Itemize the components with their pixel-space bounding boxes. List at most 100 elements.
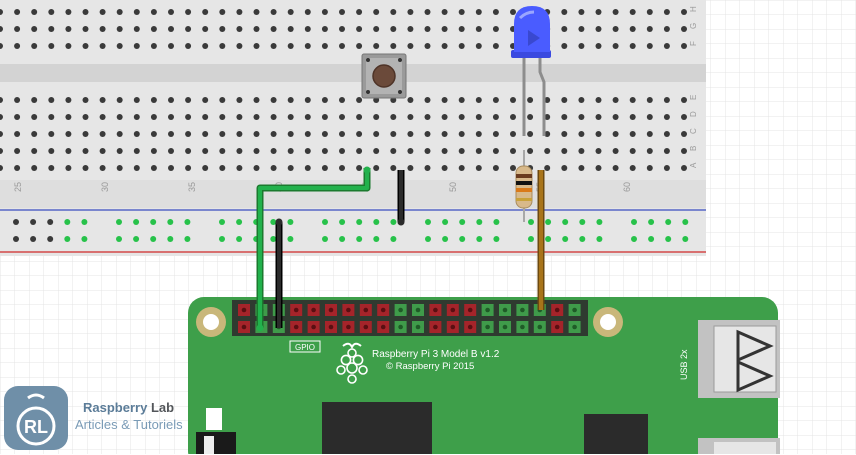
breadboard-hole [629, 131, 636, 137]
gpio-pin-hole [520, 324, 525, 330]
gpio-pin-hole [467, 324, 473, 330]
breadboard-hole [14, 9, 21, 15]
breadboard-hole [321, 26, 328, 32]
breadboard-hole [441, 43, 448, 49]
breadboard-hole [116, 114, 123, 120]
breadboard-hole [185, 148, 192, 154]
breadboard-hole [304, 131, 311, 137]
breadboard-hole [612, 97, 619, 103]
breadboard-hole [458, 9, 465, 15]
breadboard-hole [492, 114, 499, 120]
breadboard-hole [612, 114, 619, 120]
breadboard-hole [407, 131, 414, 137]
breadboard-hole [185, 43, 192, 49]
breadboard-hole [373, 131, 380, 137]
breadboard-hole [441, 97, 448, 103]
breadboard-hole [14, 165, 21, 171]
breadboard-hole [133, 26, 140, 32]
breadboard-hole [236, 165, 243, 171]
gpio-pin-hole [485, 324, 490, 330]
breadboard-hole [561, 9, 568, 15]
breadboard-hole [82, 131, 89, 137]
breadboard-hole [544, 114, 551, 120]
breadboard-hole [219, 114, 226, 120]
breadboard-hole [629, 9, 636, 15]
brand-name: Raspberry Lab [83, 400, 174, 415]
breadboard-hole [202, 131, 209, 137]
rail-hole [236, 236, 243, 242]
rail-hole [150, 219, 157, 225]
breadboard-hole [527, 97, 534, 103]
breadboard-hole [458, 114, 465, 120]
breadboard-hole [595, 97, 602, 103]
rail-hole [528, 236, 534, 242]
breadboard-hole [356, 131, 363, 137]
breadboard-hole [510, 131, 516, 137]
breadboard-hole [48, 148, 55, 154]
breadboard-hole [270, 131, 277, 137]
rail-hole [322, 236, 328, 242]
rail-hole [682, 236, 689, 242]
breadboard-hole [168, 165, 174, 171]
breadboard-hole [492, 9, 499, 15]
row-letter: A [689, 162, 698, 168]
rail-hole [81, 219, 88, 225]
gpio-pin-hole [241, 324, 247, 330]
breadboard-hole [0, 131, 3, 137]
breadboard-hole [270, 97, 277, 103]
gpio-pin-hole [328, 324, 334, 330]
processor-chip [322, 402, 432, 454]
breadboard-hole [612, 9, 619, 15]
breadboard-hole [646, 148, 653, 154]
breadboard-hole [510, 114, 516, 120]
logo-badge-icon: RL [4, 386, 68, 450]
rail-hole [459, 236, 466, 242]
breadboard-hole [492, 43, 499, 49]
rail-hole [167, 236, 174, 242]
rail-hole [665, 219, 672, 225]
gpio-pin-hole [398, 307, 403, 313]
column-number: 30 [100, 182, 110, 192]
breadboard-hole [339, 165, 345, 171]
rail-hole [648, 219, 655, 225]
rail-hole [665, 236, 672, 242]
breadboard-hole [612, 165, 619, 171]
breadboard-hole [133, 97, 140, 103]
breadboard-hole [116, 97, 123, 103]
breadboard-hole [99, 43, 106, 49]
rail-hole [528, 219, 534, 225]
breadboard-hole [407, 165, 414, 171]
rail-hole [287, 236, 294, 242]
breadboard-hole [492, 131, 499, 137]
breadboard-hole [475, 43, 482, 49]
breadboard-hole [407, 43, 414, 49]
breadboard-hole [595, 43, 602, 49]
breadboard-hole [236, 43, 243, 49]
row-letter: B [689, 146, 698, 151]
breadboard-hole [578, 97, 585, 103]
breadboard-hole [304, 26, 311, 32]
breadboard-hole [82, 165, 89, 171]
rail-hole [596, 219, 603, 225]
gpio-pin-hole [415, 324, 421, 330]
breadboard-hole [629, 114, 636, 120]
rail-hole [390, 236, 397, 242]
breadboard-hole [219, 131, 226, 137]
breadboard-hole [407, 26, 414, 32]
breadboard-hole [475, 114, 482, 120]
breadboard-hole [133, 9, 140, 15]
breadboard-hole [424, 43, 431, 49]
gpio-pin-hole [328, 307, 334, 313]
breadboard-hole [202, 97, 209, 103]
rail-hole [493, 236, 500, 242]
breadboard-hole [236, 148, 243, 154]
breadboard-hole [150, 26, 157, 32]
breadboard-hole [424, 97, 431, 103]
breadboard-hole [48, 97, 55, 103]
breadboard-hole [82, 43, 89, 49]
breadboard-hole [185, 9, 192, 15]
breadboard-hole [407, 114, 414, 120]
rail-hole [30, 236, 37, 242]
